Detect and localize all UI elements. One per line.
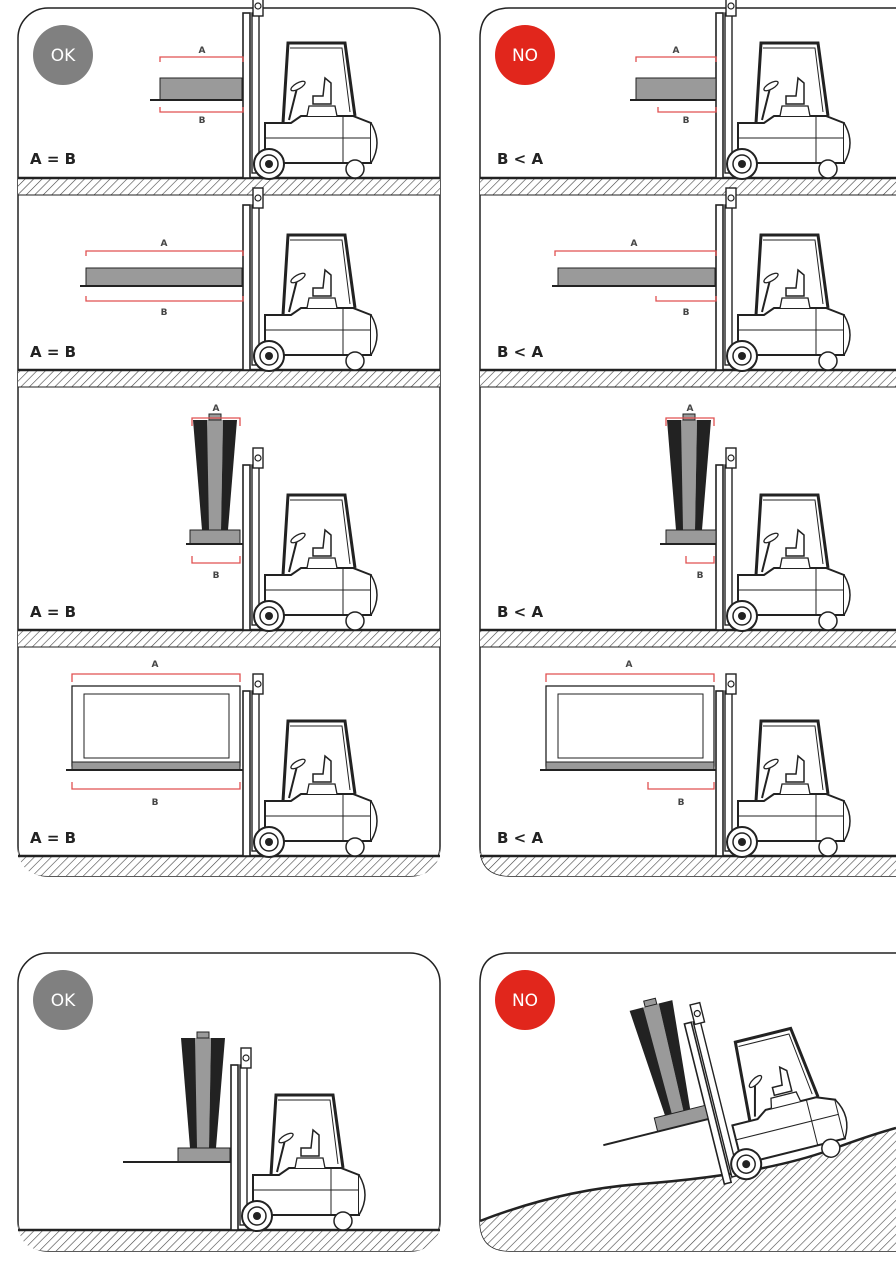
dim-label-a: A [687, 404, 694, 414]
ok-badge-bottom: OK [33, 970, 93, 1030]
dim-label-a: A [152, 660, 159, 670]
no-equation-3: B < A [497, 603, 543, 621]
dim-label-a: A [631, 239, 638, 249]
dim-label-b: B [199, 116, 206, 126]
dim-label-b: B [678, 798, 685, 808]
dim-label-a: A [626, 660, 633, 670]
dim-label-a: A [673, 46, 680, 56]
ok-badge-top: OK [33, 25, 93, 85]
no-equation-1: B < A [497, 150, 543, 168]
dim-label-a: A [161, 239, 168, 249]
no-badge-bottom: NO [495, 970, 555, 1030]
no-badge-top: NO [495, 25, 555, 85]
no-badge-label: NO [512, 991, 538, 1011]
no-equation-4: B < A [497, 829, 543, 847]
dim-label-b: B [683, 116, 690, 126]
ok-equation-2: A = B [30, 343, 76, 361]
no-equation-2: B < A [497, 343, 543, 361]
ok-equation-1: A = B [30, 150, 76, 168]
ok-equation-4: A = B [30, 829, 76, 847]
no-badge-label: NO [512, 46, 538, 66]
dim-label-b: B [152, 798, 159, 808]
dim-label-a: A [199, 46, 206, 56]
dim-label-b: B [213, 571, 220, 581]
ok-badge-label: OK [51, 991, 76, 1011]
dim-label-b: B [683, 308, 690, 318]
ok-badge-label: OK [51, 46, 76, 66]
dim-label-b: B [697, 571, 704, 581]
dim-label-a: A [213, 404, 220, 414]
ok-equation-3: A = B [30, 603, 76, 621]
dim-label-b: B [161, 308, 168, 318]
